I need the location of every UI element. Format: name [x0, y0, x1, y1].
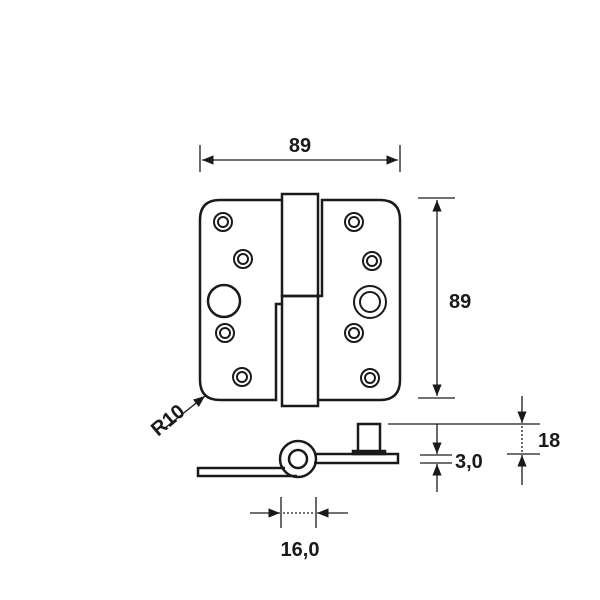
depth-dimension: [388, 396, 540, 485]
left-leaf: [198, 198, 282, 402]
lower-knuckle: [280, 294, 320, 408]
width-label: 89: [289, 135, 311, 157]
width-dimension: [199, 145, 401, 172]
security-pin-hole: [353, 285, 387, 319]
offset-dimension: [250, 497, 348, 528]
offset-label: 16,0: [281, 539, 320, 561]
radius-label: R10: [147, 400, 189, 440]
height-label: 89: [449, 291, 471, 313]
hinge-front-view: [198, 192, 402, 408]
thickness-label: 3,0: [455, 451, 483, 473]
depth-label: 18: [538, 430, 560, 452]
right-leaf: [318, 198, 402, 402]
screw-holes: [213, 212, 382, 388]
height-dimension: [418, 197, 455, 399]
thickness-dimension: [420, 424, 452, 492]
radius-leader: [164, 395, 206, 429]
upper-knuckle: [280, 192, 320, 298]
hinge-side-view: [196, 422, 400, 479]
large-hole: [206, 283, 242, 319]
